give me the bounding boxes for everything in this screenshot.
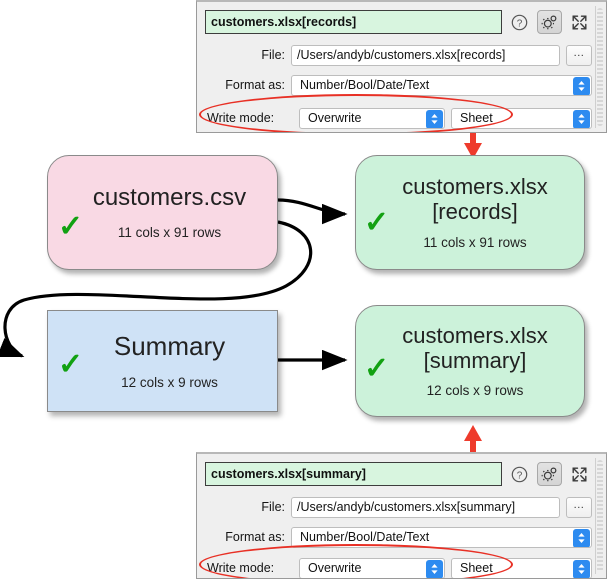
chevron-updown-icon	[578, 81, 585, 91]
expand-arrows-icon	[572, 15, 587, 29]
write-mode-row: Write mode: Overwrite Sheet	[205, 557, 592, 578]
stepper-icon[interactable]	[426, 109, 443, 128]
expand-button[interactable]	[567, 10, 592, 34]
check-icon: ✓	[58, 210, 84, 243]
panel-title-field[interactable]: customers.xlsx[records]	[205, 10, 502, 34]
write-settings-panel-records: customers.xlsx[records] ?	[196, 0, 607, 133]
format-label: Format as:	[225, 530, 285, 544]
browse-button[interactable]: ...	[566, 496, 592, 518]
graph-node-summary[interactable]: Summary 12 cols x 9 rows ✓	[47, 310, 278, 412]
sheet-select[interactable]: Sheet	[451, 107, 592, 129]
write-mode-select[interactable]: Overwrite	[299, 557, 445, 578]
check-icon: ✓	[58, 348, 84, 381]
chevron-updown-icon	[578, 564, 585, 574]
gear-icon	[541, 15, 557, 30]
edge-csv-to-summary	[0, 220, 313, 358]
chevron-updown-icon	[431, 564, 438, 574]
help-button[interactable]: ?	[507, 462, 532, 486]
write-mode-label: Write mode:	[207, 111, 275, 125]
write-mode-select[interactable]: Overwrite	[299, 107, 445, 129]
write-mode-row: Write mode: Overwrite Sheet	[205, 107, 592, 129]
expand-arrows-icon	[572, 467, 587, 481]
node-title: customers.xlsx [records]	[402, 174, 548, 224]
sheet-value: Sheet	[460, 561, 493, 575]
node-subtitle: 11 cols x 91 rows	[423, 234, 527, 250]
stepper-icon[interactable]	[573, 528, 590, 547]
file-row: File: /Users/andyb/customers.xlsx[record…	[205, 44, 592, 66]
file-label: File:	[261, 500, 285, 514]
node-subtitle: 12 cols x 9 rows	[121, 375, 218, 391]
file-label: File:	[261, 48, 285, 62]
format-select[interactable]: Number/Bool/Date/Text	[291, 526, 592, 548]
gear-icon	[541, 467, 557, 482]
help-button[interactable]: ?	[507, 10, 532, 34]
stepper-icon[interactable]	[573, 76, 590, 95]
file-input[interactable]: /Users/andyb/customers.xlsx[records]	[291, 44, 560, 66]
stepper-icon[interactable]	[573, 109, 590, 128]
format-select-value: Number/Bool/Date/Text	[300, 78, 430, 92]
format-row: Format as: Number/Bool/Date/Text	[205, 526, 592, 548]
graph-node-customers-xlsx-records[interactable]: customers.xlsx [records] 11 cols x 91 ro…	[355, 155, 585, 270]
check-icon: ✓	[364, 206, 390, 239]
settings-button[interactable]	[537, 462, 562, 486]
chevron-updown-icon	[578, 533, 585, 543]
node-title: Summary	[113, 330, 226, 361]
format-select-value: Number/Bool/Date/Text	[300, 530, 430, 544]
question-circle-icon: ?	[511, 14, 528, 30]
stepper-icon[interactable]	[573, 559, 590, 578]
graph-node-customers-csv[interactable]: customers.csv 11 cols x 91 rows ✓	[47, 155, 278, 270]
sheet-select[interactable]: Sheet	[451, 557, 592, 578]
node-subtitle: 12 cols x 9 rows	[426, 383, 524, 399]
callout-arrow-up-icon	[464, 425, 482, 455]
panel-title-field[interactable]: customers.xlsx[summary]	[205, 462, 502, 486]
expand-button[interactable]	[567, 462, 592, 486]
sheet-value: Sheet	[460, 111, 493, 125]
panel-scrollbar[interactable]	[595, 458, 604, 574]
node-title: customers.csv	[92, 183, 247, 211]
browse-button[interactable]: ...	[566, 44, 592, 66]
panel-title-row: customers.xlsx[summary] ?	[205, 462, 592, 486]
write-mode-label: Write mode:	[207, 561, 275, 575]
write-mode-value: Overwrite	[308, 561, 362, 575]
write-mode-value: Overwrite	[308, 111, 362, 125]
chevron-updown-icon	[578, 114, 585, 124]
file-row: File: /Users/andyb/customers.xlsx[summar…	[205, 496, 592, 518]
settings-button[interactable]	[537, 10, 562, 34]
write-settings-panel-summary: customers.xlsx[summary] ?	[196, 452, 607, 579]
stepper-icon[interactable]	[426, 559, 443, 578]
node-title: customers.xlsx [summary]	[402, 322, 548, 373]
format-select[interactable]: Number/Bool/Date/Text	[291, 74, 592, 96]
svg-text:?: ?	[517, 18, 523, 29]
format-label: Format as:	[225, 78, 285, 92]
panel-scrollbar[interactable]	[595, 6, 604, 128]
graph-node-customers-xlsx-summary[interactable]: customers.xlsx [summary] 12 cols x 9 row…	[355, 305, 585, 417]
check-icon: ✓	[364, 352, 390, 385]
node-subtitle: 11 cols x 91 rows	[117, 225, 222, 241]
svg-text:?: ?	[517, 470, 523, 481]
question-circle-icon: ?	[511, 466, 528, 482]
chevron-updown-icon	[431, 114, 438, 124]
panel-title-row: customers.xlsx[records] ?	[205, 10, 592, 34]
file-input[interactable]: /Users/andyb/customers.xlsx[summary]	[291, 496, 560, 518]
edge-csv-to-records	[277, 198, 348, 225]
format-row: Format as: Number/Bool/Date/Text	[205, 74, 592, 96]
